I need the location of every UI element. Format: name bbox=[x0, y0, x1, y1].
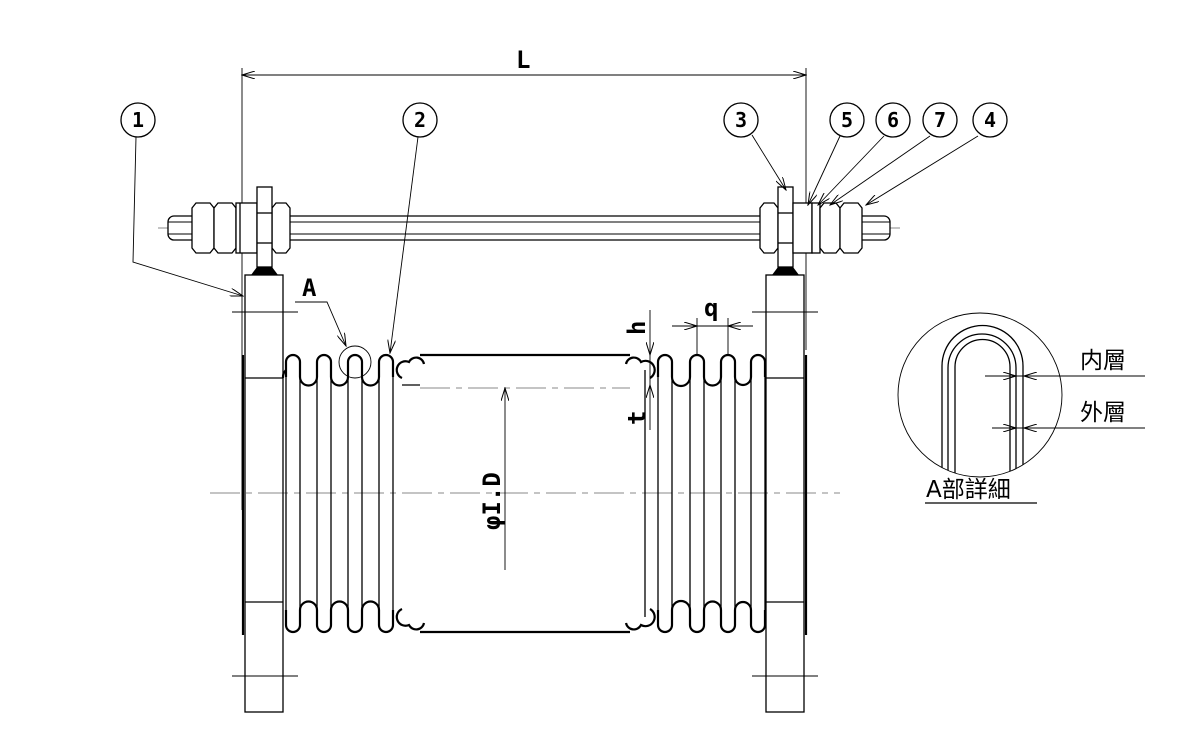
svg-text:5: 5 bbox=[841, 108, 853, 132]
svg-text:4: 4 bbox=[984, 108, 996, 132]
inner-diameter-dimension: φI.D bbox=[478, 388, 506, 570]
balloon-2: 2 bbox=[402, 102, 438, 138]
balloon-7: 7 bbox=[922, 102, 958, 138]
right-flange bbox=[752, 274, 818, 713]
bellows bbox=[281, 353, 767, 634]
right-nuts bbox=[759, 186, 863, 275]
pitch-label: q bbox=[704, 294, 718, 322]
bellows-convolution bbox=[624, 356, 656, 379]
bellows-convolution bbox=[656, 353, 767, 388]
svg-text:6: 6 bbox=[887, 108, 899, 132]
balloon-1: 1 bbox=[120, 102, 156, 138]
bellows-convolution bbox=[624, 608, 656, 631]
svg-text:3: 3 bbox=[735, 108, 747, 132]
bellows-convolution bbox=[281, 369, 287, 379]
detail-a-view: 内層 外層 A部詳細 bbox=[897, 312, 1145, 504]
thickness-label: t bbox=[623, 411, 651, 425]
outer-layer-label: 外層 bbox=[1080, 400, 1126, 426]
length-label: L bbox=[516, 46, 530, 74]
svg-text:1: 1 bbox=[132, 108, 144, 132]
svg-text:7: 7 bbox=[934, 108, 946, 132]
balloon-6: 6 bbox=[875, 102, 911, 138]
height-thickness-dimension: h t bbox=[623, 310, 651, 430]
bellows-convolution bbox=[395, 607, 426, 631]
bellows-center-tube bbox=[402, 353, 630, 634]
part-balloons: 1 2 3 5 6 7 4 bbox=[120, 102, 1008, 353]
inner-diameter-label: φI.D bbox=[478, 472, 506, 530]
balloon-3: 3 bbox=[723, 102, 759, 138]
inner-layer-label: 内層 bbox=[1080, 348, 1126, 374]
detail-a-label: A bbox=[302, 274, 317, 302]
bellows-convolution bbox=[656, 599, 767, 634]
height-label: h bbox=[623, 321, 651, 335]
bellows-convolution bbox=[395, 356, 426, 380]
detail-title: A部詳細 bbox=[926, 477, 1011, 503]
left-nuts bbox=[191, 186, 291, 275]
bellows-convolution bbox=[284, 600, 395, 634]
bellows-convolution bbox=[284, 353, 395, 387]
detail-a-marker: A bbox=[295, 274, 372, 379]
balloon-4: 4 bbox=[972, 102, 1008, 138]
balloon-5: 5 bbox=[829, 102, 865, 138]
svg-text:2: 2 bbox=[414, 108, 426, 132]
pitch-dimension: q bbox=[672, 294, 753, 354]
left-flange bbox=[232, 274, 298, 713]
